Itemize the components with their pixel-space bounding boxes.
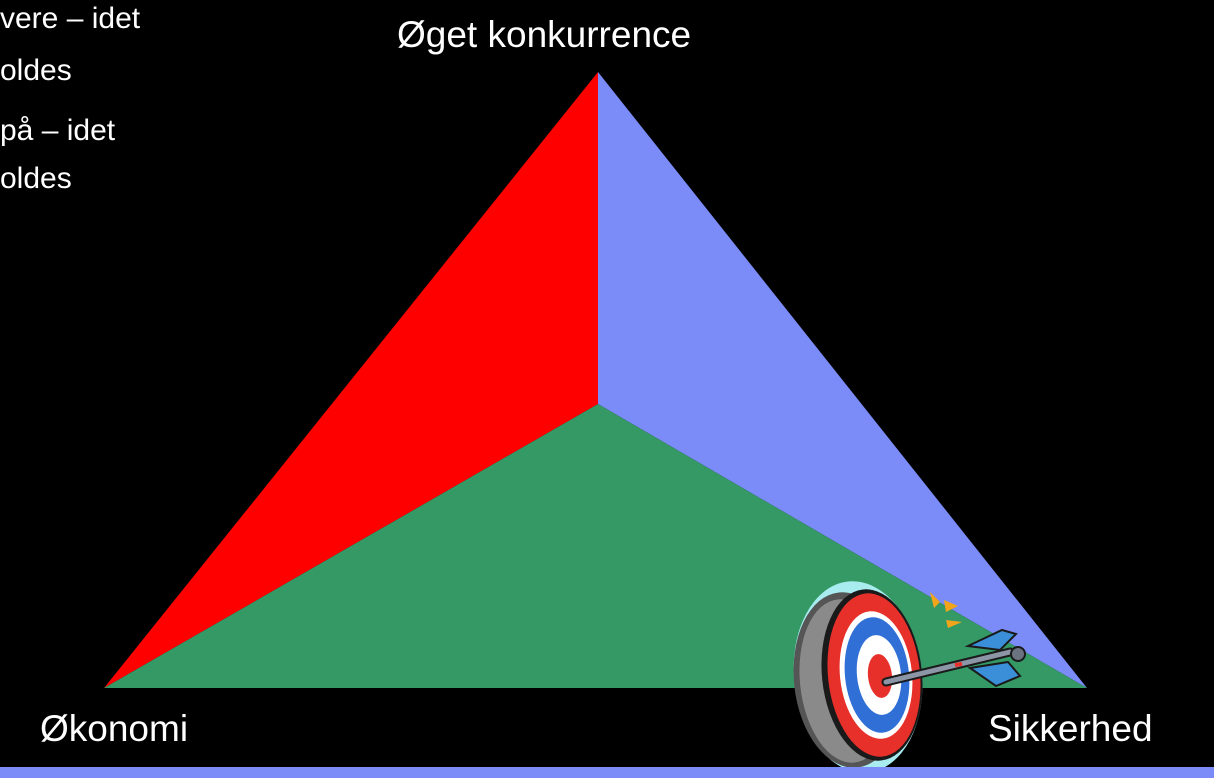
bottom-bar [0, 767, 1214, 778]
label-left-okonomi: Økonomi [40, 710, 188, 747]
label-top-konkurrence: Øget konkurrence [397, 16, 691, 53]
label-right-sikkerhed: Sikkerhed [988, 710, 1153, 747]
